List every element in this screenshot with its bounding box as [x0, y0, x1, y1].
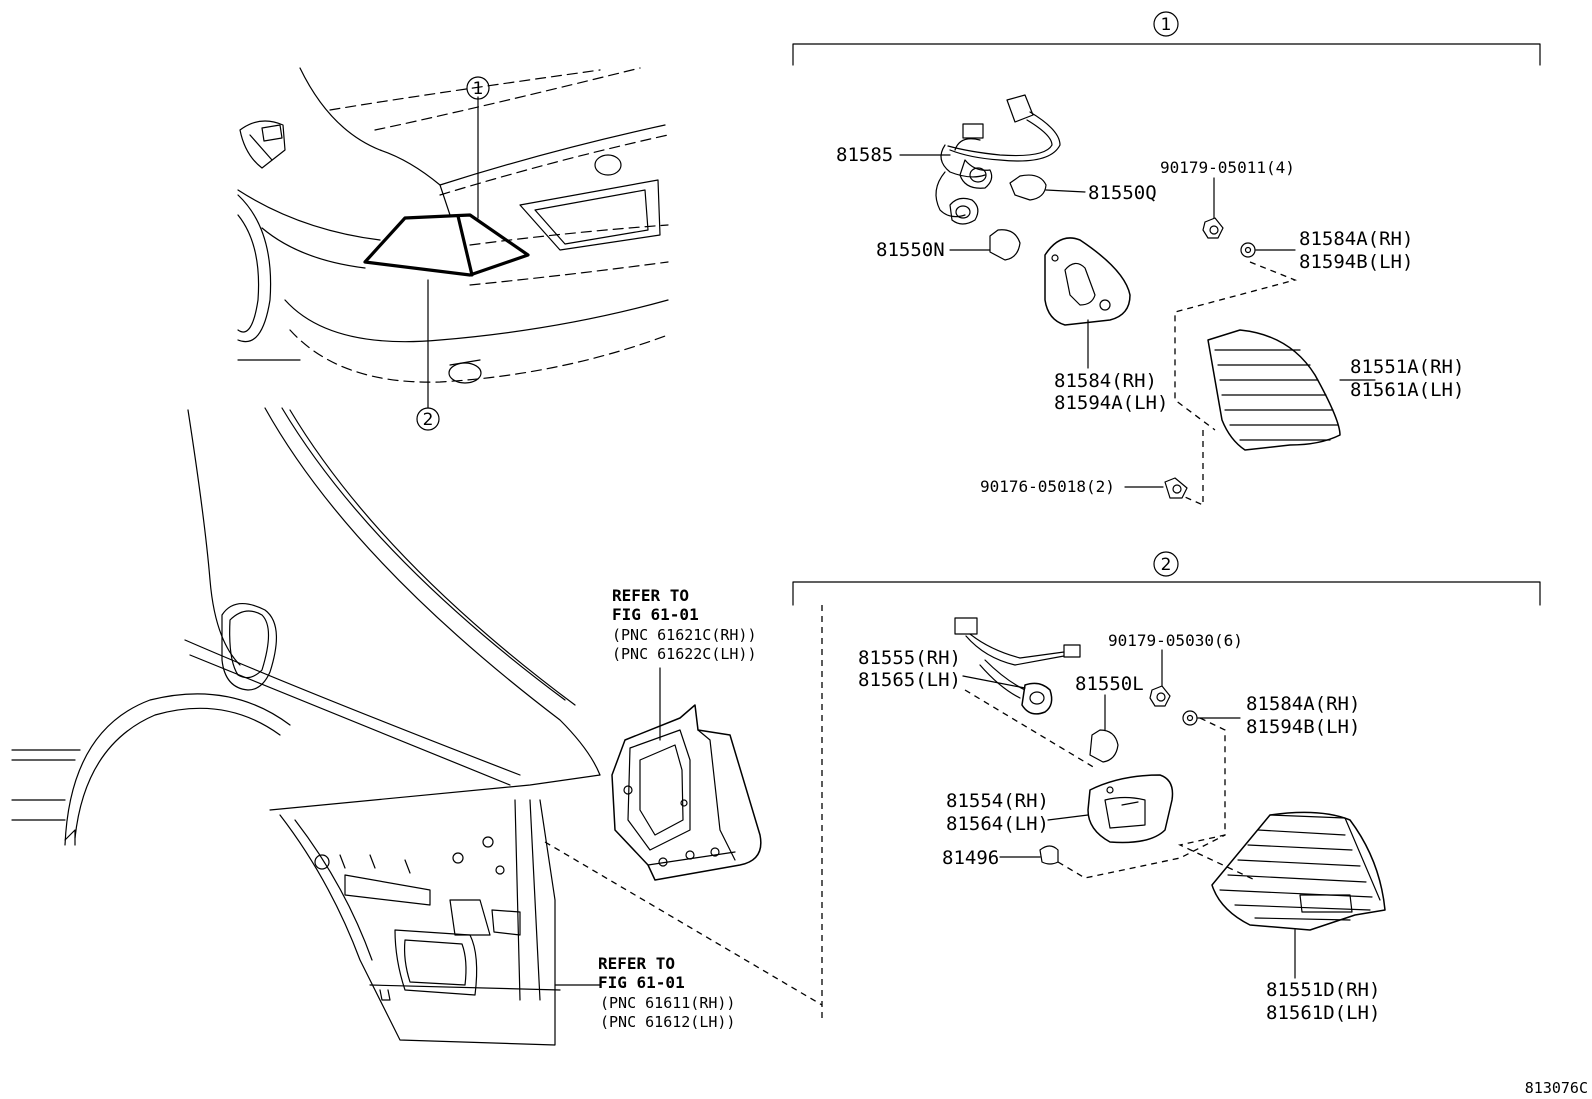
bulb-81550Q [1009, 174, 1086, 201]
gasket-81554 [1047, 774, 1174, 844]
callout-2-car: 2 [416, 407, 440, 431]
label-81594B-lh-top: 81594B(LH) [1299, 251, 1413, 273]
label-81550L: 81550L [1075, 673, 1144, 695]
svg-text:FIG 61-01: FIG 61-01 [612, 605, 699, 624]
label-81584A-rh-bottom: 81584A(RH) [1246, 693, 1360, 715]
bulb-81550L [1089, 694, 1119, 763]
svg-text:(PNC 61622C(LH)): (PNC 61622C(LH)) [612, 645, 757, 663]
label-81550N: 81550N [876, 239, 945, 261]
label-81555-rh: 81555(RH) [858, 647, 961, 669]
label-81551A-rh: 81551A(RH) [1350, 356, 1464, 378]
svg-text:2: 2 [1161, 555, 1172, 575]
label-81565-lh: 81565(LH) [858, 669, 961, 691]
screw-90176-05018 [1124, 477, 1188, 499]
svg-text:(PNC 61612(LH)): (PNC 61612(LH)) [600, 1013, 735, 1031]
label-81594B-lh-bottom: 81594B(LH) [1246, 716, 1360, 738]
washer-81584A-bottom [1182, 710, 1241, 726]
part-labels: 81585 81550Q 81550N 90179-05011(4) 81584… [836, 144, 1464, 1024]
label-81564-lh: 81564(LH) [946, 813, 1049, 835]
label-81554-rh: 81554(RH) [946, 790, 1049, 812]
panel-leader-dash [544, 841, 823, 1006]
reference-note-upper: REFER TO FIG 61-01 (PNC 61621C(RH)) (PNC… [612, 586, 757, 663]
label-90179-05011: 90179-05011(4) [1160, 158, 1295, 177]
label-81550Q: 81550Q [1088, 182, 1157, 204]
svg-text:2: 2 [423, 410, 434, 430]
label-81496: 81496 [942, 847, 999, 869]
label-81551D-rh: 81551D(RH) [1266, 979, 1380, 1001]
label-81584-rh: 81584(RH) [1054, 370, 1157, 392]
label-81585: 81585 [836, 144, 893, 166]
label-90176-05018: 90176-05018(2) [980, 477, 1115, 496]
section-1-guide-dash [1174, 261, 1298, 431]
inner-bracket [611, 667, 762, 881]
socket-harness-81555 [954, 617, 1081, 715]
nut-90179-05030 [1149, 649, 1171, 707]
bulb-81550N [949, 229, 1021, 261]
callout-1-car: 1 [466, 76, 490, 100]
label-81584A-rh-top: 81584A(RH) [1299, 228, 1413, 250]
label-81561A-lh: 81561A(LH) [1350, 379, 1464, 401]
diagram-code: 813076C [1525, 1079, 1588, 1097]
label-81594A-lh: 81594A(LH) [1054, 392, 1168, 414]
washer-81584A-top [1240, 242, 1296, 258]
svg-text:1: 1 [473, 79, 484, 99]
quarter-panel [11, 407, 601, 1046]
lamp-81551D [1211, 811, 1386, 979]
lamp-81551A [1207, 329, 1376, 451]
label-81561D-lh: 81561D(LH) [1266, 1002, 1380, 1024]
gasket-81584 [1044, 237, 1131, 369]
section-1-screw-dash [1184, 430, 1204, 507]
nut-90179-05011 [1202, 177, 1224, 239]
reference-note-lower: REFER TO FIG 61-01 (PNC 61611(RH)) (PNC … [598, 954, 735, 1031]
svg-text:FIG 61-01: FIG 61-01 [598, 973, 685, 992]
svg-text:1: 1 [1161, 15, 1172, 35]
harness-guide-dash [964, 689, 1096, 769]
svg-text:REFER TO: REFER TO [598, 954, 675, 973]
svg-text:(PNC 61621C(RH)): (PNC 61621C(RH)) [612, 626, 757, 644]
section-1-bracket: 1 [792, 11, 1541, 66]
clip-81496 [999, 845, 1059, 865]
socket-harness-81585 [261, 94, 1061, 225]
section-2-clip-dash [1057, 834, 1226, 879]
svg-text:(PNC 61611(RH)): (PNC 61611(RH)) [600, 994, 735, 1012]
svg-text:REFER TO: REFER TO [612, 586, 689, 605]
label-90179-05030: 90179-05030(6) [1108, 631, 1243, 650]
section-2-bracket: 2 [792, 551, 1541, 606]
car-rear-view [237, 67, 669, 409]
